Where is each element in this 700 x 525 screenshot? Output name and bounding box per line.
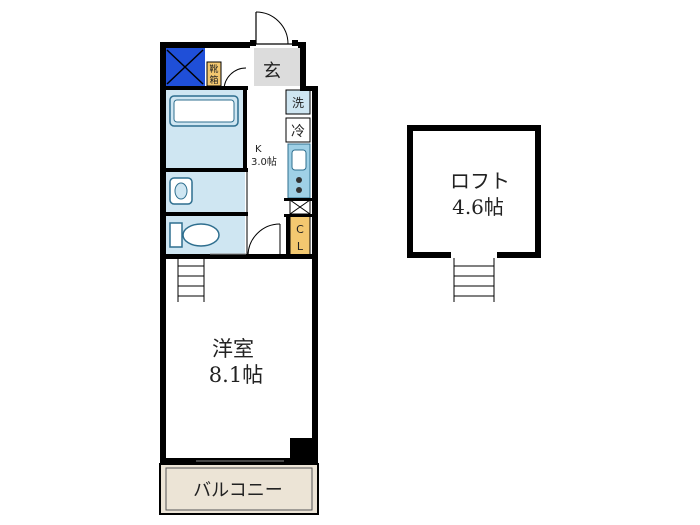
stove-icon xyxy=(296,177,302,193)
shoe-box-label-1: 靴 xyxy=(209,63,218,75)
entrance-label: 玄 xyxy=(263,61,281,82)
entrance-area xyxy=(254,48,300,86)
sink-icon xyxy=(291,149,307,171)
shoe-box-label-2: 箱 xyxy=(209,74,218,86)
loft-label-1: ロフト xyxy=(450,169,510,193)
kitchen-label-2: 3.0帖 xyxy=(251,155,277,168)
bathtub-icon xyxy=(169,95,239,127)
kitchen-label-1: K xyxy=(255,144,262,155)
fridge-label: 冷 xyxy=(291,124,305,140)
washbasin-icon xyxy=(169,177,193,205)
closet-label-1: C xyxy=(296,223,304,236)
toilet-icon xyxy=(169,222,220,248)
western-room-label-2: 8.1帖 xyxy=(209,363,263,387)
loft-floor xyxy=(407,125,541,258)
closet-label-2: L xyxy=(297,240,304,253)
western-room-label-1: 洋室 xyxy=(212,337,254,361)
fridge-space xyxy=(285,117,311,143)
loft-ladder-icon xyxy=(453,258,495,302)
loft-label-2: 4.6帖 xyxy=(452,195,504,219)
balcony-label: バルコニー xyxy=(193,480,283,501)
door-swing-icon xyxy=(255,11,294,45)
washer-label: 洗 xyxy=(292,96,304,110)
vent-box xyxy=(289,199,311,215)
ladder-icon xyxy=(177,258,205,302)
hall-door-swing-icon xyxy=(247,223,281,257)
washer-space xyxy=(285,89,311,115)
meter-box xyxy=(165,48,205,86)
